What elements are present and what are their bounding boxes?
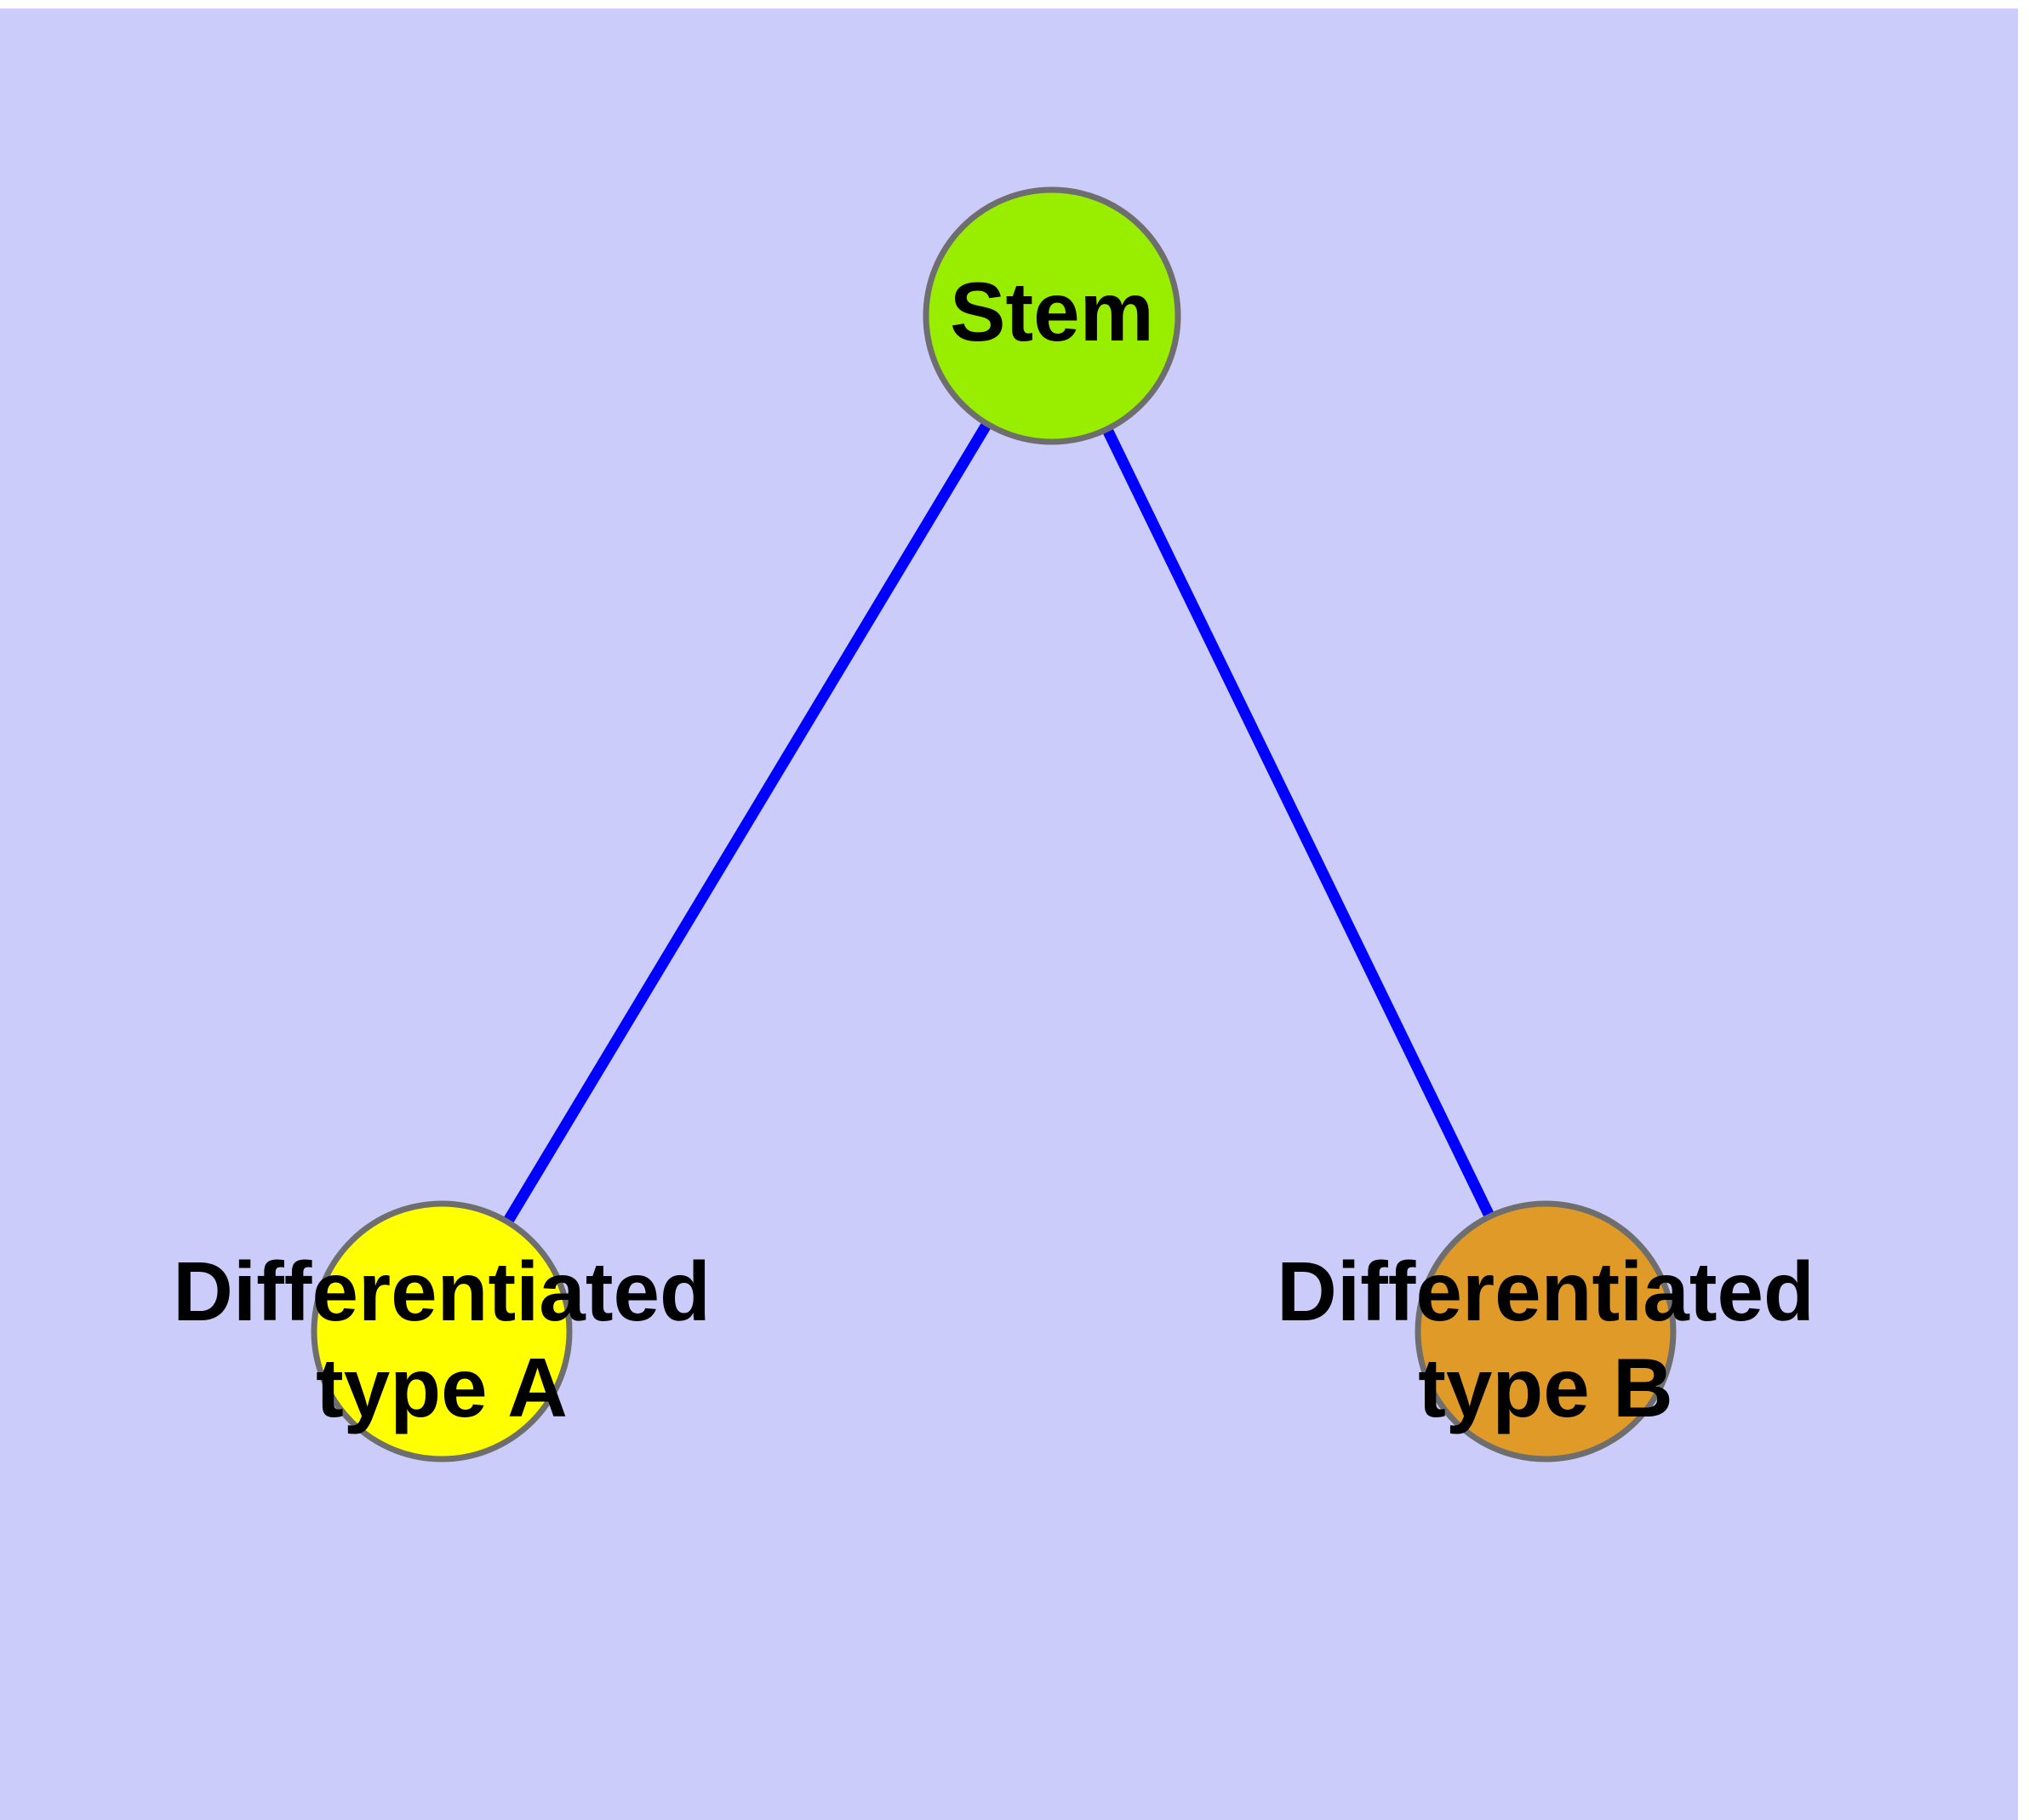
node-differentiated-type-b[interactable] — [1415, 1200, 1677, 1462]
node-label-differentiated-type-a-line1: Differentiated — [173, 1245, 711, 1338]
edge-stem-differentiated-type-a[interactable] — [437, 312, 1057, 1335]
node-differentiated-type-a[interactable] — [311, 1200, 573, 1462]
node-label-differentiated-type-a-line2: type A — [316, 1341, 568, 1434]
node-stem[interactable] — [923, 186, 1181, 445]
labels-layer: Stem Differentiated type A Differentiate… — [173, 265, 1815, 1434]
node-label-differentiated-type-b-line1: Differentiated — [1277, 1245, 1815, 1338]
nodes-layer — [311, 186, 1677, 1462]
edges-layer — [437, 312, 1551, 1335]
node-label-differentiated-type-b-line2: type B — [1418, 1341, 1673, 1434]
node-label-stem: Stem — [950, 265, 1154, 358]
edge-stem-differentiated-type-b[interactable] — [1047, 313, 1551, 1334]
